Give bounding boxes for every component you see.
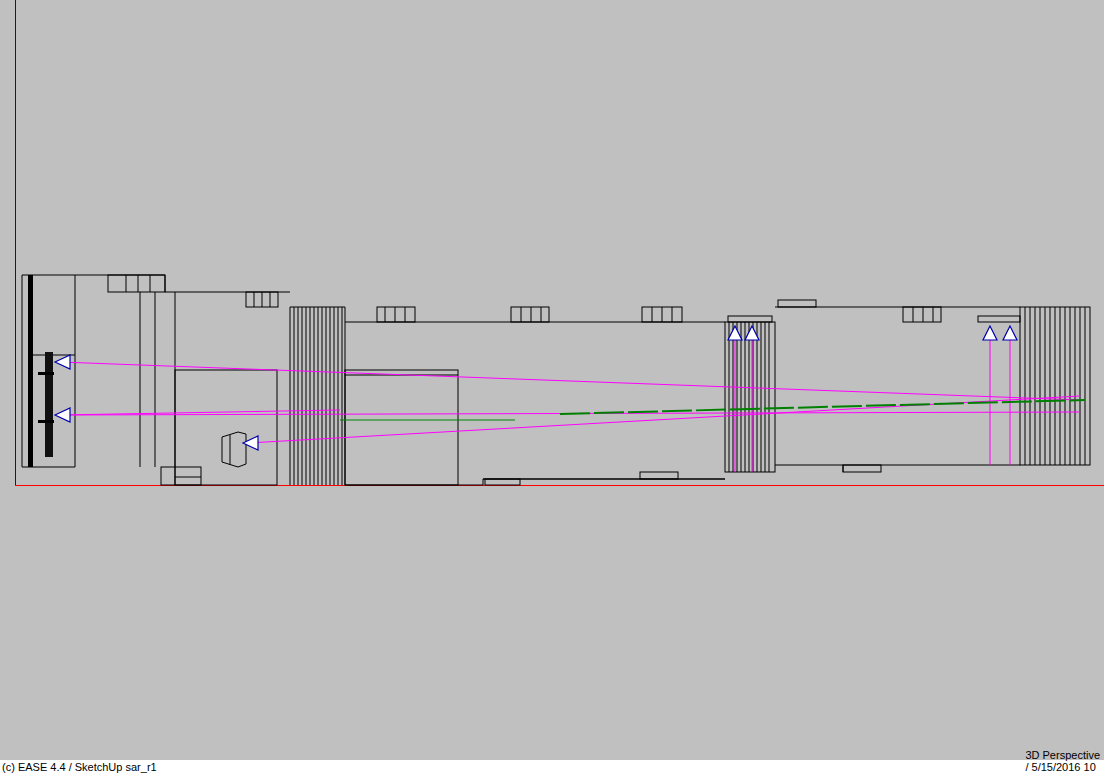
copyright-caption: (c) EASE 4.4 / SketchUp sar_r1 bbox=[2, 761, 157, 774]
axis-z bbox=[15, 0, 16, 486]
view-info: 3D Perspective bbox=[1025, 749, 1100, 762]
sound-rays bbox=[60, 340, 1080, 472]
listener-areas bbox=[340, 400, 1085, 420]
room-outline bbox=[22, 275, 1090, 485]
stage-screen bbox=[28, 275, 54, 467]
view-info: / 5/15/2016 10 bbox=[1025, 761, 1095, 774]
status-strip bbox=[0, 760, 1104, 775]
speaker-symbols bbox=[55, 326, 1017, 450]
